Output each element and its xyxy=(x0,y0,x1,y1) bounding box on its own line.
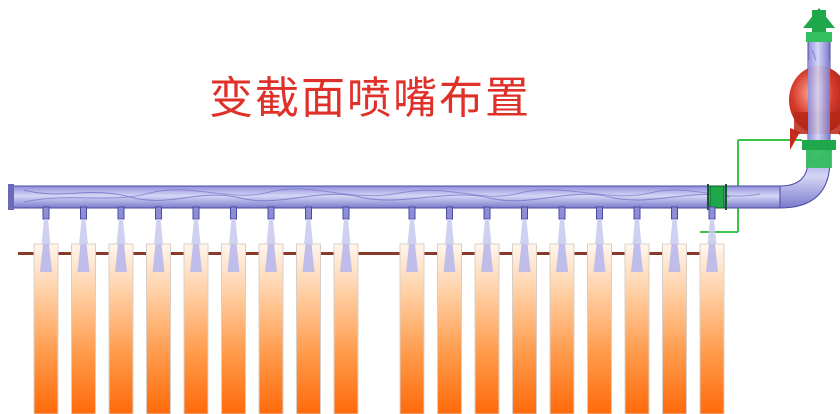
nozzle-stem xyxy=(192,206,200,220)
right-group-nozzle-unit xyxy=(399,206,425,414)
heated-tube xyxy=(437,243,462,414)
spray-inside-tube xyxy=(265,244,277,272)
nozzle-array xyxy=(33,206,725,414)
nozzle-stem xyxy=(483,206,491,220)
left-group-nozzle-unit xyxy=(183,206,209,414)
spray-inside-tube xyxy=(631,244,643,272)
diagram-title: 变截面喷嘴布置 xyxy=(209,73,531,124)
spray-inside-tube xyxy=(302,244,315,272)
spray-inside-tube xyxy=(340,244,352,272)
nozzle-stem xyxy=(42,206,50,220)
nozzle-stem xyxy=(408,206,416,220)
nozzle-stem xyxy=(671,206,678,220)
spray-inside-tube xyxy=(227,244,240,272)
spray-inside-tube xyxy=(443,244,456,272)
right-group-nozzle-unit xyxy=(474,206,500,414)
left-group-nozzle-unit xyxy=(333,206,359,414)
right-group-nozzle-unit xyxy=(662,206,687,414)
nozzle-stem xyxy=(596,206,603,220)
left-group-nozzle-unit xyxy=(258,206,284,414)
heated-tube xyxy=(587,243,612,414)
support-rail xyxy=(18,252,708,255)
left-group-nozzle-unit xyxy=(146,206,171,414)
right-group-nozzle-unit xyxy=(512,206,537,414)
heated-tube xyxy=(333,243,359,414)
nozzle-stem xyxy=(446,206,453,220)
heated-tube xyxy=(474,243,500,414)
nozzle-stem xyxy=(342,206,350,220)
pump-icon xyxy=(789,60,840,156)
spray-inside-tube xyxy=(152,244,165,272)
heated-tube xyxy=(33,243,59,414)
spray-inside-tube xyxy=(40,244,52,272)
left-group-nozzle-unit xyxy=(33,206,59,414)
spray-inside-tube xyxy=(518,244,531,272)
heated-tube xyxy=(108,243,134,414)
right-group-nozzle-unit xyxy=(699,206,725,414)
nozzle-stem xyxy=(521,206,528,220)
heated-tube xyxy=(624,243,650,414)
heated-tube xyxy=(146,243,171,414)
right-group-nozzle-unit xyxy=(587,206,612,414)
right-group-nozzle-unit xyxy=(549,206,575,414)
nozzle-stem xyxy=(267,206,275,220)
heated-tube xyxy=(183,243,209,414)
flow-arrow-icon xyxy=(803,8,835,42)
spray-inside-tube xyxy=(668,244,681,272)
heated-tube xyxy=(399,243,425,414)
heated-tube xyxy=(71,243,96,414)
left-group-nozzle-unit xyxy=(221,206,246,414)
nozzle-stem xyxy=(80,206,87,220)
nozzle-stem xyxy=(155,206,162,220)
spray-inside-tube xyxy=(190,244,202,272)
left-group-nozzle-unit xyxy=(296,206,321,414)
nozzle-stem xyxy=(558,206,566,220)
spray-inside-tube xyxy=(481,244,493,272)
left-group-nozzle-unit xyxy=(71,206,96,414)
spray-inside-tube xyxy=(115,244,127,272)
heated-tube xyxy=(512,243,537,414)
valve-icon xyxy=(707,140,836,210)
spray-inside-tube xyxy=(593,244,606,272)
spray-inside-tube xyxy=(706,244,718,272)
left-group-nozzle-unit xyxy=(108,206,134,414)
heated-tube xyxy=(699,243,725,414)
right-group-nozzle-unit xyxy=(437,206,462,414)
main-pipe xyxy=(8,184,781,210)
spray-inside-tube xyxy=(77,244,90,272)
spray-inside-tube xyxy=(556,244,568,272)
nozzle-stem xyxy=(230,206,237,220)
spray-inside-tube xyxy=(406,244,418,272)
nozzle-stem xyxy=(633,206,641,220)
nozzle-stem xyxy=(305,206,312,220)
nozzle-stem xyxy=(117,206,125,220)
right-group-nozzle-unit xyxy=(624,206,650,414)
nozzle-stem xyxy=(708,206,716,220)
